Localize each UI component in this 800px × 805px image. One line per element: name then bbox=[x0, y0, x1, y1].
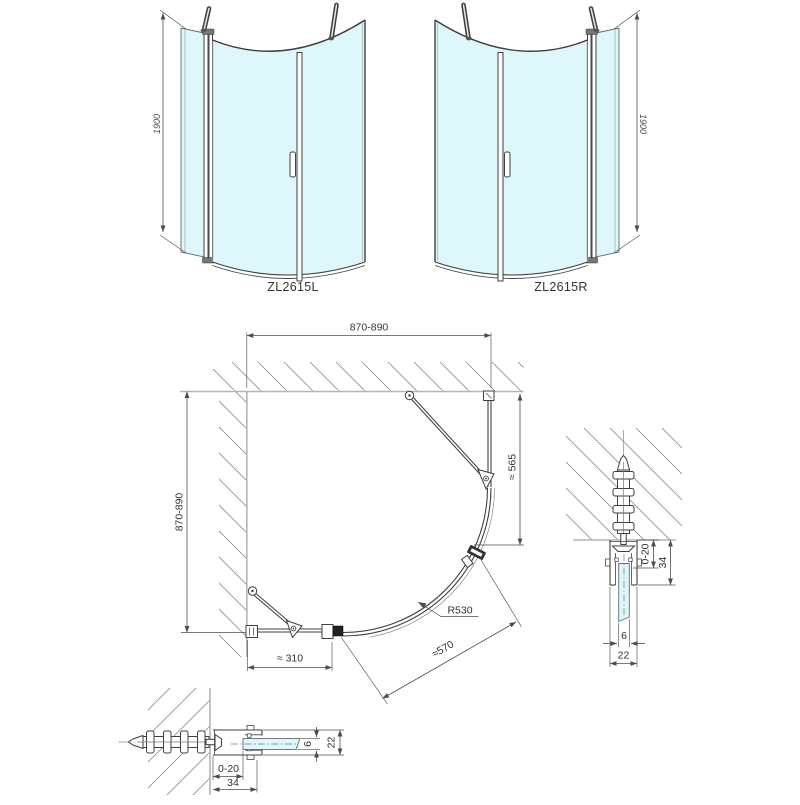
wall-profile-channel bbox=[605, 540, 642, 586]
radius-leader-arrow bbox=[418, 602, 427, 609]
door-hinge bbox=[460, 545, 486, 569]
radius-callout-text: R530 bbox=[447, 605, 472, 617]
dimension-profile-width-bottom-text: 22 bbox=[326, 737, 338, 749]
height-dimension-right: 1900 bbox=[613, 9, 648, 254]
door-handle-block bbox=[321, 624, 334, 639]
dimension-profile-width-bottom: 22 bbox=[263, 729, 344, 756]
door-rail-arc bbox=[369, 487, 495, 638]
height-dimension-right-text: 1900 bbox=[638, 114, 648, 134]
front-view-right: 1900 ZL2615R bbox=[435, 5, 648, 294]
dimension-gap-range-right: 0-20 bbox=[633, 539, 659, 569]
support-brace-top bbox=[404, 390, 495, 491]
dimension-gap-range-bottom-text: 0-20 bbox=[218, 763, 239, 775]
dimension-width-top: 870-890 bbox=[246, 322, 492, 388]
support-brace-bottom bbox=[247, 586, 303, 639]
height-dimension-left-text: 1900 bbox=[152, 114, 162, 134]
dimension-gap-range-bottom: 0-20 bbox=[212, 751, 244, 780]
dimension-profile-depth-right-text: 34 bbox=[657, 557, 669, 569]
wall-hatch-top bbox=[213, 362, 524, 391]
dimension-profile-depth-bottom: 34 bbox=[212, 760, 258, 793]
top-curved-rail bbox=[212, 19, 366, 52]
door-magnet-profile bbox=[332, 625, 344, 637]
door-stile bbox=[296, 52, 303, 282]
pivot-cap-bottom bbox=[202, 257, 215, 264]
radius-callout: R530 bbox=[417, 601, 479, 617]
wall-anchor-screw bbox=[127, 730, 222, 754]
dimension-gap-range-right-text: 0-20 bbox=[640, 543, 652, 564]
dimension-glass-thickness-bottom: 6 bbox=[297, 727, 320, 762]
dimension-depth-left-text: 870-890 bbox=[174, 493, 186, 532]
dimension-profile-depth-bottom-text: 34 bbox=[227, 777, 239, 789]
glass-pane-section bbox=[618, 563, 630, 623]
plan-view: 870-890 870-890 ≈ 565 ≈ 310 ≈570 bbox=[174, 322, 524, 705]
dimension-profile-width-right: 22 bbox=[609, 587, 638, 667]
dimension-glass-thickness-bottom-text: 6 bbox=[302, 741, 314, 747]
dimension-profile-depth-right: 34 bbox=[638, 539, 676, 586]
screw-head bbox=[611, 545, 636, 552]
section-detail-right: 0-20 34 6 22 bbox=[566, 428, 682, 667]
wall-bracket-pin-left bbox=[200, 6, 212, 33]
dimension-width-top-text: 870-890 bbox=[350, 322, 389, 334]
height-dimension-left: 1900 bbox=[152, 9, 187, 254]
front-view-left-enclosure bbox=[180, 2, 366, 282]
front-view-left: 1900 ZL2615L bbox=[152, 2, 366, 294]
dimension-glass-thickness-right-text: 6 bbox=[621, 630, 627, 642]
side-panel-glass bbox=[180, 27, 205, 258]
door-glass-arc-outer bbox=[342, 487, 492, 637]
dimension-door-chord-text: ≈570 bbox=[430, 638, 456, 660]
dimension-wall-panel-text: ≈ 310 bbox=[277, 653, 303, 665]
bottom-rail-outer bbox=[212, 265, 366, 279]
main-glass bbox=[212, 20, 365, 275]
dimension-wall-panel: ≈ 310 bbox=[247, 640, 333, 671]
wall-hatch-left bbox=[219, 391, 247, 657]
door-handle bbox=[289, 151, 296, 178]
wall-bracket-pin-right bbox=[328, 2, 339, 41]
dimension-side-right: ≈ 565 bbox=[474, 393, 524, 546]
wall-clamp-bottom bbox=[245, 625, 258, 638]
dimension-depth-left: 870-890 bbox=[174, 391, 246, 633]
dimension-side-right-text: ≈ 565 bbox=[507, 454, 519, 480]
dimension-profile-width-right-text: 22 bbox=[618, 650, 630, 662]
door-glass-arc-inner bbox=[342, 487, 489, 634]
model-label-right: ZL2615R bbox=[534, 280, 588, 294]
model-label-left: ZL2615L bbox=[267, 280, 318, 294]
dimension-glass-thickness-right: 6 bbox=[603, 619, 645, 647]
wall-anchor-screw bbox=[611, 454, 636, 552]
front-view-right-enclosure bbox=[435, 5, 619, 281]
wall-clamp-top bbox=[483, 390, 495, 401]
screw-head bbox=[214, 733, 222, 752]
bottom-rail bbox=[212, 261, 366, 276]
section-detail-bottom: 6 22 0-20 34 bbox=[118, 688, 344, 795]
dimension-door-chord: ≈570 bbox=[340, 557, 522, 705]
